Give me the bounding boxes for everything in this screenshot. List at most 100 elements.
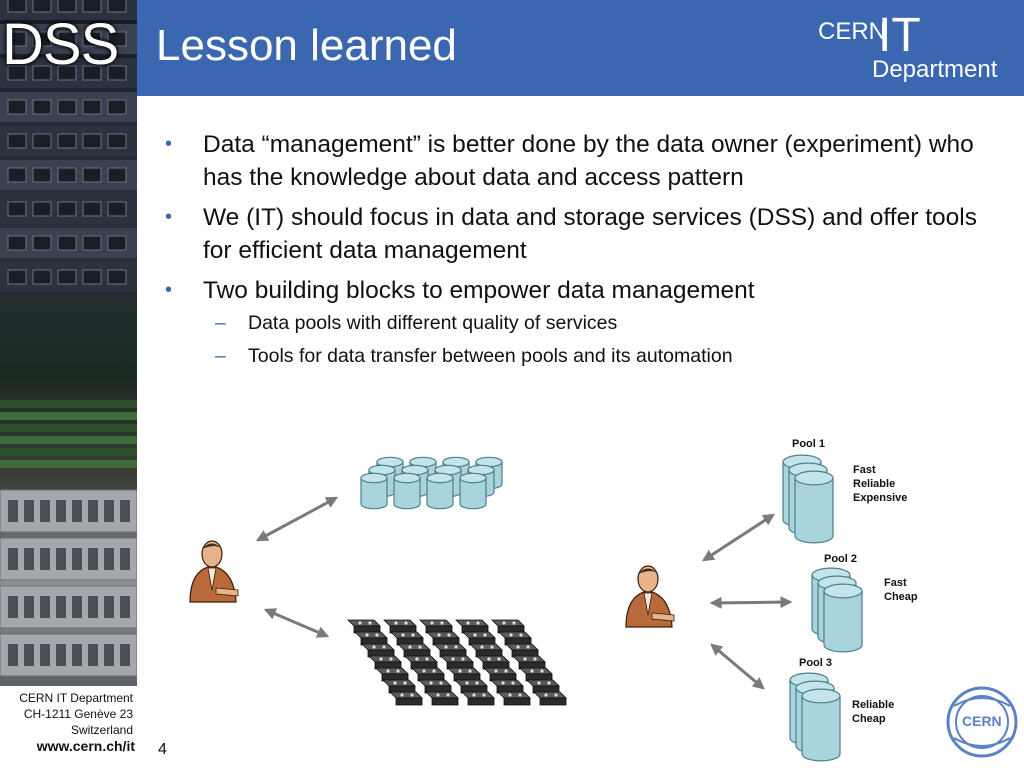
- rack-vent: [57, 133, 77, 149]
- tape-cartridge-icon: [483, 667, 517, 682]
- disk-cylinder-icon: [795, 680, 835, 754]
- grille-slot: [120, 548, 130, 570]
- pool-1-attributes: Fast Reliable Expensive: [853, 463, 907, 505]
- grille-slot: [72, 500, 82, 522]
- grille-slot: [24, 500, 34, 522]
- pool-2-name: Pool 2: [824, 553, 858, 565]
- grille-slot: [120, 500, 130, 522]
- grille-slot: [24, 644, 34, 666]
- grille-slot: [56, 500, 66, 522]
- grille-slot: [88, 596, 98, 618]
- pool-cylinders: [782, 454, 863, 762]
- cern-it-logo: CERN IT Department: [814, 12, 1014, 84]
- disk-cylinder-icon: [801, 688, 841, 762]
- rack-vent: [107, 133, 127, 149]
- double-arrow-icon: [710, 643, 765, 690]
- grille-slot: [24, 548, 34, 570]
- grille-slot: [72, 644, 82, 666]
- cern-emblem-text: CERN: [962, 713, 1002, 729]
- logo-cern-word: CERN: [818, 18, 887, 45]
- tape-cartridge-icon: [354, 631, 388, 646]
- grille-slot: [40, 596, 50, 618]
- grille-slot: [88, 644, 98, 666]
- pool-1-attr-2: Reliable: [853, 478, 896, 490]
- rack-vent: [57, 99, 77, 115]
- tape-cartridge-icon: [418, 679, 452, 694]
- tape-cartridge-icon: [368, 655, 402, 670]
- rack-vent: [57, 269, 77, 285]
- sub-bullet-dash-icon: –: [215, 312, 226, 334]
- rack-vent: [82, 99, 102, 115]
- tape-cartridge-icon: [347, 619, 381, 634]
- pool-3-attr-1: Reliable: [852, 699, 895, 711]
- grille-slot: [24, 596, 34, 618]
- pool-1-attr-1: Fast: [853, 464, 876, 476]
- rack-vent: [7, 0, 27, 13]
- tape-cartridge-icon: [383, 619, 417, 634]
- disk-cylinder-icon: [393, 472, 421, 510]
- tape-cartridge-icon: [390, 631, 424, 646]
- grille-slot: [8, 548, 18, 570]
- rack-grille: [0, 537, 137, 581]
- tape-cartridge-icon: [375, 667, 409, 682]
- bullet-dot-icon: •: [165, 206, 173, 228]
- grille-slot: [120, 644, 130, 666]
- rack-vent: [32, 65, 52, 81]
- rack-vent: [82, 167, 102, 183]
- rack-vent: [57, 167, 77, 183]
- rack-vent: [107, 99, 127, 115]
- grille-slot: [8, 596, 18, 618]
- rack-vent: [7, 65, 27, 81]
- rack-vent: [82, 31, 102, 47]
- rack-vent: [32, 0, 52, 13]
- tape-cartridge-icon: [419, 619, 453, 634]
- tape-cluster: [347, 619, 567, 706]
- rack-vent: [107, 235, 127, 251]
- tape-cartridge-icon: [469, 643, 503, 658]
- rack-vent: [107, 269, 127, 285]
- circuit-board: [0, 448, 137, 456]
- grille-slot: [56, 548, 66, 570]
- dss-badge: DSS: [2, 12, 119, 77]
- disk-cylinder-icon: [434, 464, 462, 498]
- grille-slot: [104, 500, 114, 522]
- tape-cartridge-icon: [440, 655, 474, 670]
- tape-cartridge-icon: [389, 691, 423, 706]
- tape-cartridge-icon: [490, 679, 524, 694]
- tape-cartridge-icon: [476, 655, 510, 670]
- arrows: [255, 496, 793, 690]
- tape-cartridge-icon: [512, 655, 546, 670]
- rack-vent: [82, 269, 102, 285]
- footer-address: CERN IT Department CH-1211 Genève 23 Swi…: [0, 690, 137, 738]
- footer-url-link[interactable]: www.cern.ch/it: [36, 738, 135, 754]
- bullet-text: We (IT) should focus in data and storage…: [203, 204, 977, 264]
- rack-vent: [7, 133, 27, 149]
- tape-cartridge-icon: [455, 619, 489, 634]
- bullet-item: •Data “management” is better done by the…: [165, 128, 985, 194]
- rack-grille: [0, 585, 137, 629]
- pool-1-attr-3: Expensive: [853, 492, 908, 504]
- tape-cartridge-icon: [425, 691, 459, 706]
- grille-slot: [56, 596, 66, 618]
- circuit-board: [0, 412, 137, 420]
- rack-vent: [107, 201, 127, 217]
- tape-cartridge-icon: [404, 655, 438, 670]
- logo-department-word: Department: [872, 56, 998, 83]
- rack-grille: [0, 489, 137, 533]
- tape-cartridge-icon: [505, 643, 539, 658]
- bullet-dot-icon: •: [165, 133, 173, 155]
- grille-slot: [104, 596, 114, 618]
- rack-vent: [82, 133, 102, 149]
- bullet-list: •Data “management” is better done by the…: [165, 128, 985, 375]
- rack-vent: [107, 65, 127, 81]
- disk-cluster: [360, 456, 503, 510]
- rack-vent: [57, 235, 77, 251]
- footer-line-3: Switzerland: [70, 723, 133, 737]
- server-rack-photo: DSS: [0, 0, 137, 686]
- grille-slot: [56, 644, 66, 666]
- tape-cartridge-icon: [433, 643, 467, 658]
- grille-slot: [40, 500, 50, 522]
- footer-line-2: CH-1211 Genève 23: [23, 707, 133, 721]
- circuit-board: [0, 460, 137, 468]
